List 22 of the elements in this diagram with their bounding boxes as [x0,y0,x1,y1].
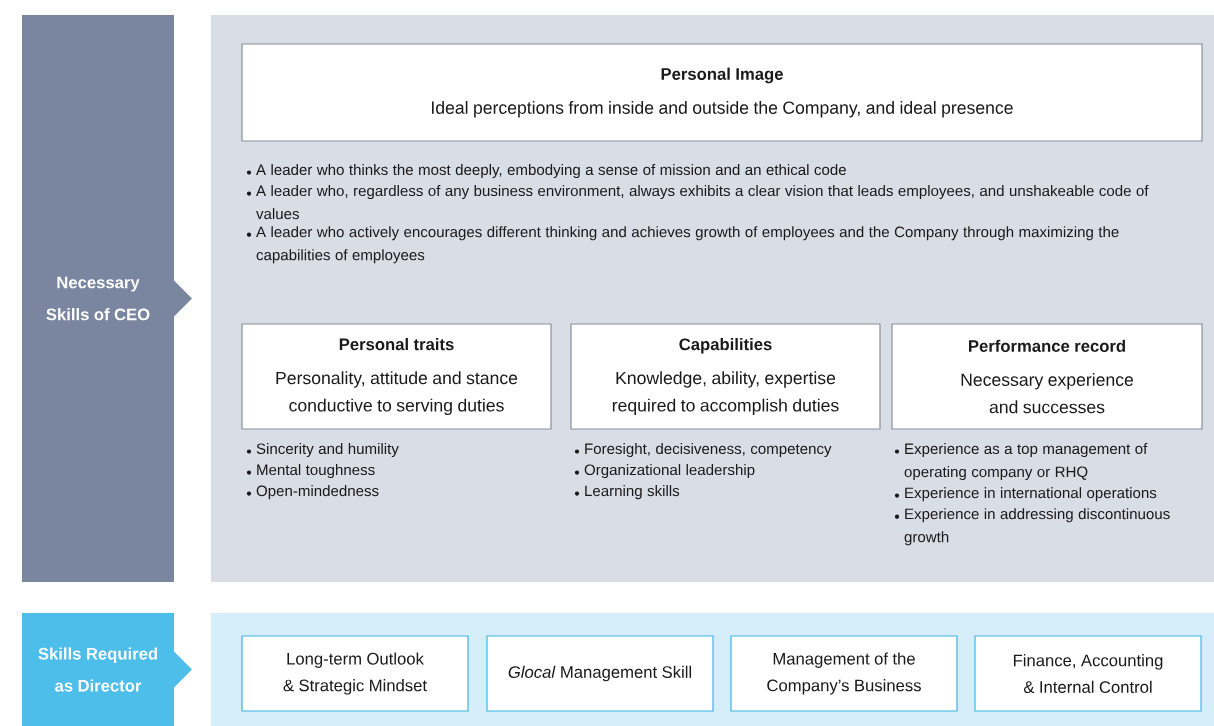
text-box: Personal traits Personality, attitude and stance conductive to serving duties [241,323,552,430]
side-band: Skills Required as Director [22,613,192,726]
text-box: Glocal Management Skill [486,635,714,712]
bullet-item: Sincerity and humility [256,443,399,458]
text-box: Personal Image Ideal perceptions from inside and outside the Company, and ideal presence [241,43,1203,142]
bullet-item: Experience in international operations [905,487,1157,502]
text-box: Management of the Company’s Business [730,635,958,712]
text-box: Capabilities Knowledge, ability, expertise required to accomplish duties [570,323,881,430]
text-box: Performance record Necessary experience and successes [891,323,1203,430]
bullet-item: Experience in addressing discontinuous growth [904,508,1170,546]
bullet-item: Learning skills [585,485,680,500]
bullet-item: Open-mindedness [256,485,379,500]
text-box: Finance, Accounting & Internal Control [974,635,1202,712]
bullet-item: Foresight, decisiveness, competency [585,443,832,458]
bullet-item: Organizational leadership [584,464,755,479]
bullet-item: Mental toughness [257,464,375,479]
bullet-item: A leader who actively encourages different thinking and achieves growth of employees and the Company through maximizing the capabilities of employees [256,226,1119,264]
bullet-item: Experience as a top management of operating company or RHQ [904,443,1148,481]
side-band: Necessary Skills of CEO [22,15,192,582]
bullet-item: A leader who, regardless of any business environment, always exhibits a clear vision that leads employees, and unshakeable code of values [256,185,1149,220]
text-box: Long-term Outlook & Strategic Mindset [241,635,469,712]
bullet-item: A leader who thinks the most deeply, embodying a sense of mission and an ethical code [256,164,846,179]
